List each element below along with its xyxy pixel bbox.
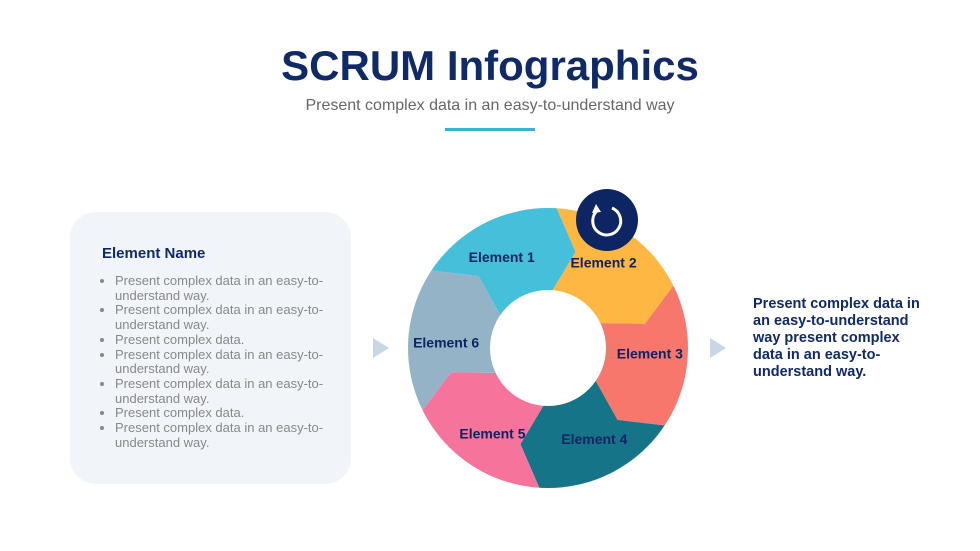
page-title: SCRUM Infographics <box>281 42 699 89</box>
list-item: Present complex data in an easy-to-under… <box>115 420 325 450</box>
segment-label: Element 6 <box>413 335 479 351</box>
list-item: Present complex data in an easy-to-under… <box>115 376 325 406</box>
card-list: Present complex data in an easy-to-under… <box>100 273 325 450</box>
cycle-segment-3 <box>591 268 718 428</box>
segment-label: Element 3 <box>617 345 683 361</box>
list-item: Present complex data in an easy-to-under… <box>115 302 325 332</box>
cycle-segment-1 <box>408 178 576 323</box>
card-title: Element Name <box>102 245 206 262</box>
list-item: Present complex data in an easy-to-under… <box>115 347 325 377</box>
cycle-segment-4 <box>520 373 688 518</box>
page-subtitle: Present complex data in an easy-to-under… <box>305 97 675 114</box>
cycle-segment-6 <box>378 268 505 428</box>
title-divider <box>445 128 535 131</box>
list-item: Present complex data in an easy-to-under… <box>115 273 325 303</box>
element-card: Element Name Present complex data in an … <box>70 212 351 484</box>
list-item: Present complex data. <box>115 406 325 421</box>
segment-label: Element 1 <box>469 249 535 265</box>
segment-label: Element 4 <box>561 431 627 447</box>
refresh-cycle-icon <box>576 189 638 251</box>
segment-label: Element 5 <box>459 426 525 442</box>
list-item: Present complex data. <box>115 332 325 348</box>
segment-label: Element 2 <box>570 254 636 270</box>
summary-text: Present complex data in an easy-to-under… <box>753 296 920 380</box>
cycle-segment-5 <box>408 372 548 518</box>
